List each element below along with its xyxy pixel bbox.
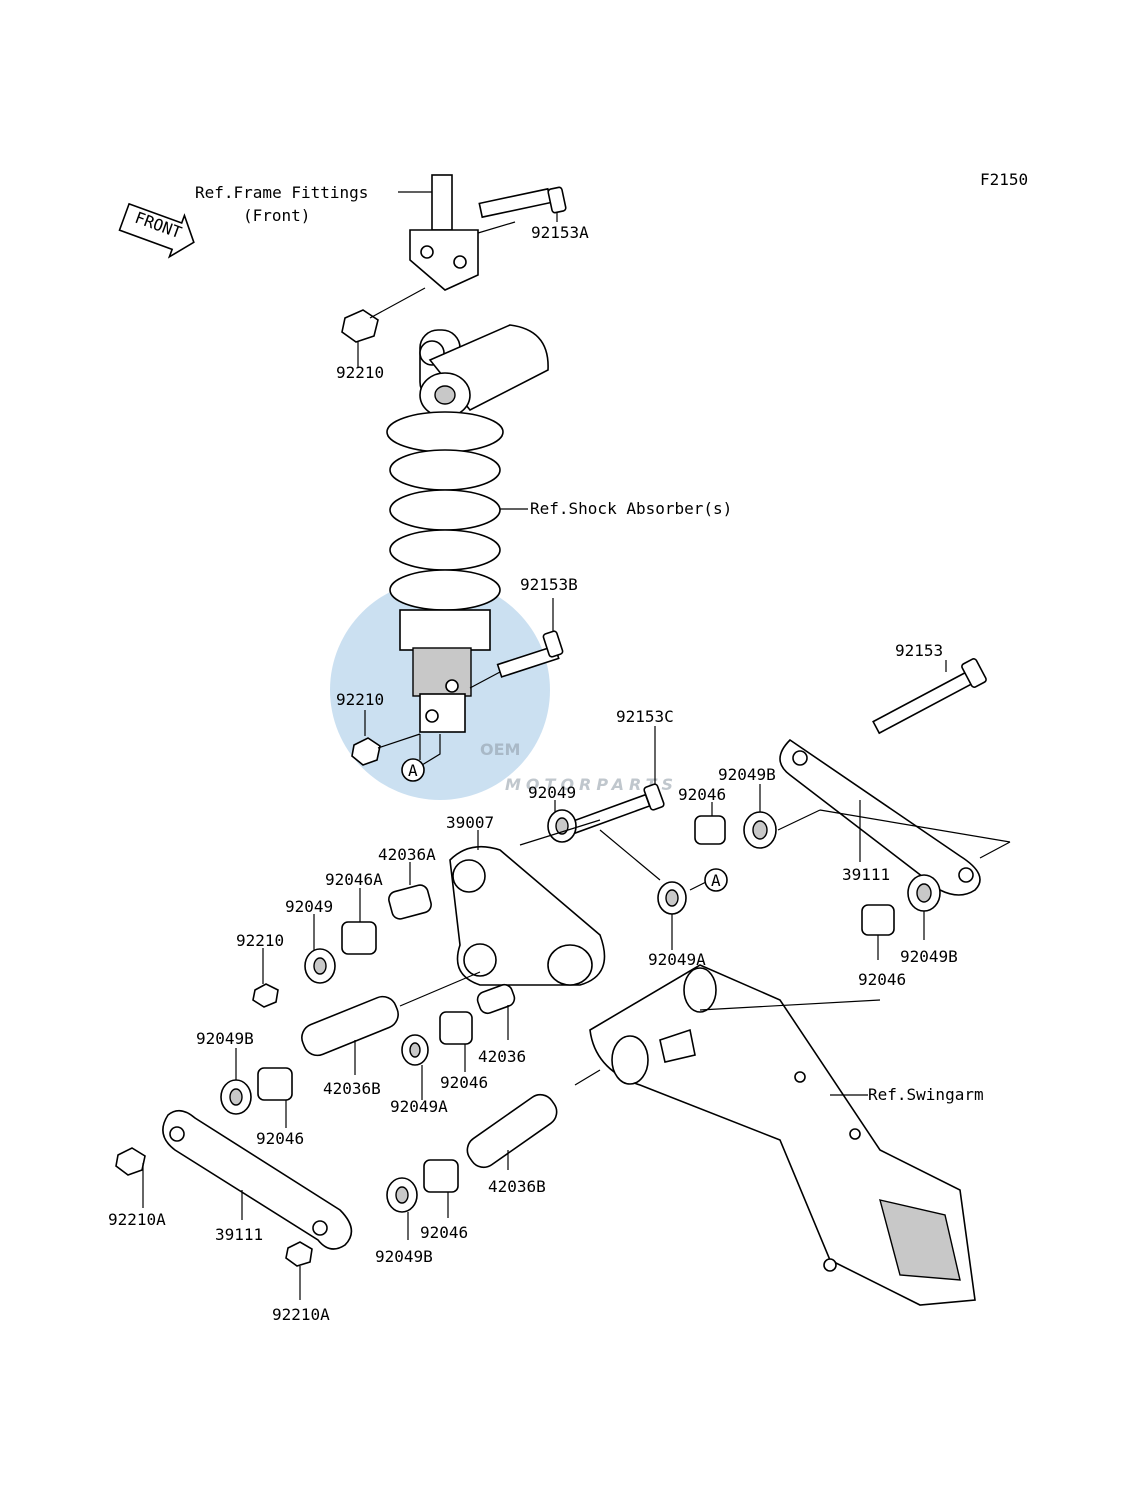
callout-a-1-label: A bbox=[408, 761, 418, 780]
bolt-92153B bbox=[469, 598, 564, 689]
label-92153A: 92153A bbox=[531, 223, 589, 242]
label-92046-top: 92046 bbox=[678, 785, 726, 804]
label-92046-lower-left: 92046 bbox=[256, 1129, 304, 1148]
link-39111-upper bbox=[777, 738, 1011, 896]
label-92153C: 92153C bbox=[616, 707, 674, 726]
label-92210-mid: 92210 bbox=[336, 690, 384, 709]
figure-id: F2150 bbox=[980, 170, 1028, 189]
callout-a-1 bbox=[401, 758, 425, 782]
watermark-subtext: MOTORPARTS bbox=[505, 775, 678, 794]
callout-a-2-label: A bbox=[711, 871, 721, 890]
nut-92210-low bbox=[252, 983, 279, 1008]
watermark-logo: OEM bbox=[480, 740, 520, 759]
bearing-92046A bbox=[341, 921, 377, 955]
nut-92210A-bottom bbox=[285, 1241, 313, 1267]
label-42036: 42036 bbox=[478, 1047, 526, 1066]
label-42036B-left: 42036B bbox=[323, 1079, 381, 1098]
ref-frame-fittings-sub: (Front) bbox=[243, 206, 310, 225]
collar-42036 bbox=[476, 983, 516, 1015]
bearing-92046-bottom bbox=[423, 1159, 459, 1193]
ref-shock-absorber: Ref.Shock Absorber(s) bbox=[530, 499, 732, 518]
label-92049-top: 92049 bbox=[528, 783, 576, 802]
frame-fitting bbox=[398, 174, 479, 291]
label-92210-top: 92210 bbox=[336, 363, 384, 382]
label-92046-mid: 92046 bbox=[440, 1073, 488, 1092]
bolt-92153 bbox=[872, 658, 987, 735]
bearing-92046-mid bbox=[439, 1011, 473, 1045]
label-92046A: 92046A bbox=[325, 870, 383, 889]
label-92049B-right: 92049B bbox=[900, 947, 958, 966]
rocker-arm-39007 bbox=[449, 819, 661, 986]
link-39111-lower bbox=[162, 1109, 353, 1250]
label-92210A-left: 92210A bbox=[108, 1210, 166, 1229]
ref-frame-fittings: Ref.Frame Fittings bbox=[195, 183, 368, 202]
label-92153B: 92153B bbox=[520, 575, 578, 594]
front-arrow-icon bbox=[118, 202, 195, 259]
label-92210A-bottom: 92210A bbox=[272, 1305, 330, 1324]
label-92046-bottom: 92046 bbox=[420, 1223, 468, 1242]
swingarm bbox=[574, 964, 976, 1306]
label-42036B-right: 42036B bbox=[488, 1177, 546, 1196]
label-39111-upper: 39111 bbox=[842, 865, 890, 884]
label-92153: 92153 bbox=[895, 641, 943, 660]
label-92049A-right: 92049A bbox=[648, 950, 706, 969]
bearing-92046-lower-left bbox=[257, 1067, 293, 1101]
shock-absorber bbox=[386, 324, 549, 733]
collar-42036B-right bbox=[466, 1093, 558, 1169]
ref-swingarm: Ref.Swingarm bbox=[868, 1085, 984, 1104]
label-92049B-bottom: 92049B bbox=[375, 1247, 433, 1266]
bolt-92153A bbox=[477, 186, 567, 234]
label-92046-right: 92046 bbox=[858, 970, 906, 989]
bearing-92046-top bbox=[694, 815, 726, 845]
callout-a-2 bbox=[704, 868, 728, 892]
label-92210-low: 92210 bbox=[236, 931, 284, 950]
label-92049B-lower-left: 92049B bbox=[196, 1029, 254, 1048]
nut-92210A-left bbox=[115, 1147, 146, 1176]
label-92049A-left: 92049A bbox=[390, 1097, 448, 1116]
label-92049B-top: 92049B bbox=[718, 765, 776, 784]
bearing-92046-right bbox=[861, 904, 895, 936]
nut-92210-mid bbox=[351, 737, 381, 766]
label-42036A: 42036A bbox=[378, 845, 436, 864]
collar-42036B-left bbox=[301, 971, 481, 1075]
label-39007: 39007 bbox=[446, 813, 494, 832]
label-39111-lower: 39111 bbox=[215, 1225, 263, 1244]
collar-42036A bbox=[388, 884, 432, 920]
nut-92210-top bbox=[341, 309, 379, 343]
label-92049-left: 92049 bbox=[285, 897, 333, 916]
